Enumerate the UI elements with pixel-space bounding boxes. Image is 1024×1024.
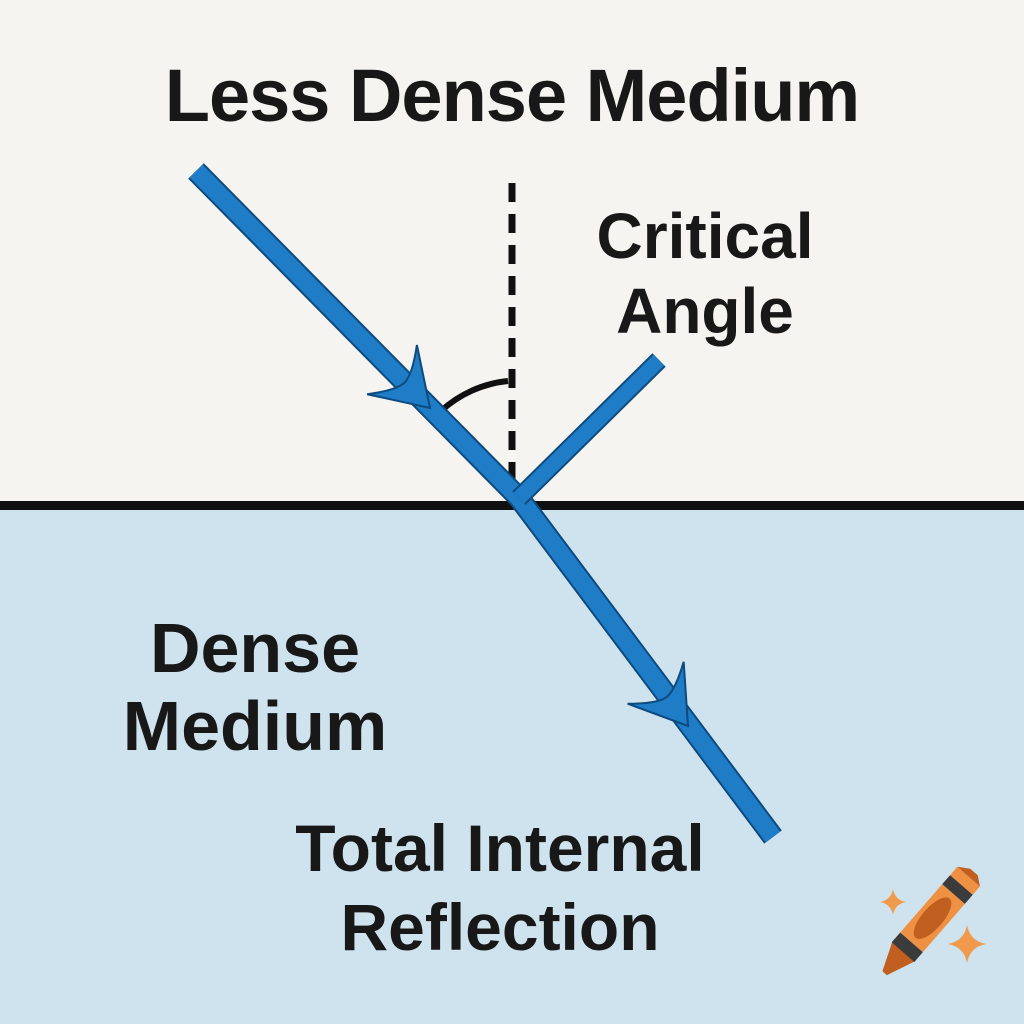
label-dense-medium-line2: Medium [122,686,388,765]
transmitted-ray-arrowhead-icon [627,661,690,728]
incident-ray-arrowhead-icon [366,344,432,410]
crayon-butt [950,866,980,895]
crayon-label-oval [913,897,952,939]
dense-medium-region [0,501,1024,1024]
crayon-icon [880,866,986,976]
label-critical-angle: Critical Angle [540,199,870,349]
sparkle-icon [880,889,906,915]
label-total-internal-reflection-line2: Reflection [340,890,660,965]
label-total-internal-reflection: Total Internal Reflection [150,809,850,967]
label-total-internal-reflection-line1: Total Internal [295,811,705,885]
label-critical-angle-line1: Critical [596,200,814,272]
crayon-band [942,875,973,904]
label-less-dense-medium: Less Dense Medium [164,54,860,137]
label-dense-medium-line1: Dense [149,609,361,687]
crayon-band [891,932,923,962]
label-critical-angle-line2: Angle [616,274,794,347]
reflected-ray [513,354,665,504]
sparkle-icon [948,925,986,963]
crayon-tip [882,941,916,976]
critical-angle-arc [438,378,509,414]
label-dense-medium: Dense Medium [55,609,455,765]
